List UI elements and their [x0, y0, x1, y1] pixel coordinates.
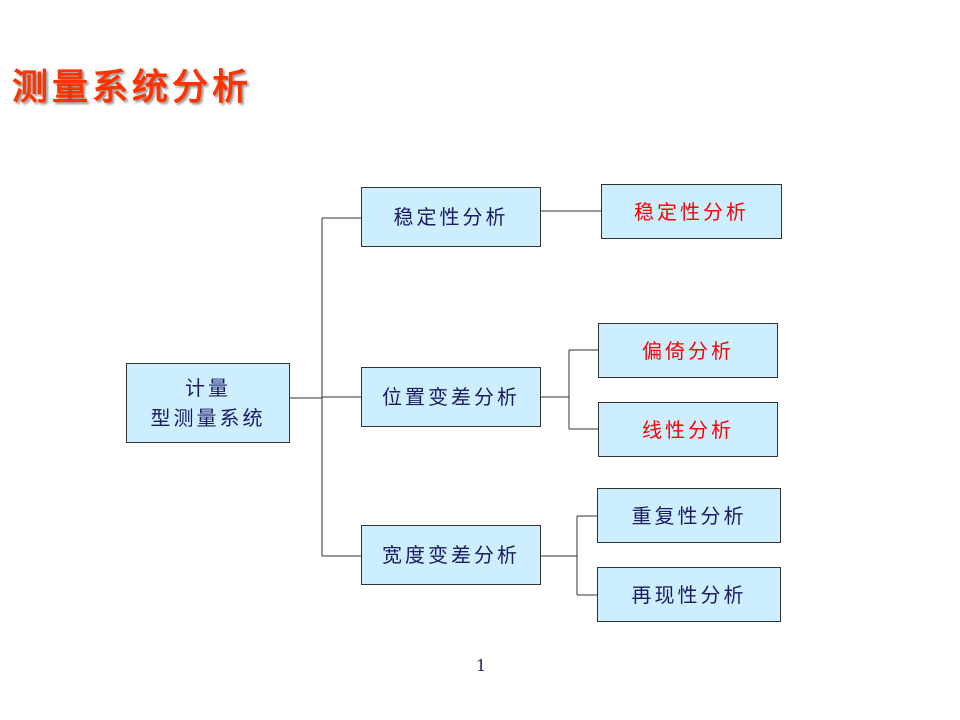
slide-title: 测量系统分析	[12, 66, 253, 108]
leaf-reproducibility-analysis: 再现性分析	[597, 567, 781, 622]
node-width-variation-analysis: 宽度变差分析	[361, 525, 541, 585]
root-node-line2: 型测量系统	[150, 406, 266, 430]
leaf-linearity-analysis: 线性分析	[598, 402, 778, 457]
page-number: 1	[476, 656, 487, 675]
node-stability-analysis: 稳定性分析	[361, 187, 541, 247]
root-node: 计量 型测量系统	[126, 363, 290, 443]
leaf-stability-analysis: 稳定性分析	[601, 184, 782, 239]
leaf-bias-analysis: 偏倚分析	[598, 323, 778, 378]
leaf-repeatability-analysis: 重复性分析	[597, 488, 781, 543]
root-node-line1: 计量	[185, 376, 231, 400]
node-location-variation-analysis: 位置变差分析	[361, 367, 541, 427]
